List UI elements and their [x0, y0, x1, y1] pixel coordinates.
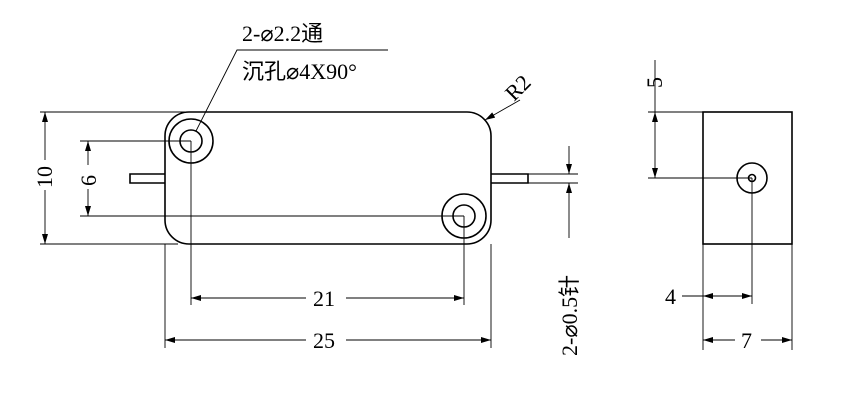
dim-hole-horizontal-label: 21 — [313, 286, 335, 311]
pin-note-label: 2-⌀0.5针 — [557, 275, 582, 356]
dim-side-7-label: 7 — [741, 328, 752, 353]
dim-side-4-label: 4 — [665, 284, 676, 309]
right-pin — [491, 173, 529, 184]
side-view: 5 4 7 — [642, 60, 793, 353]
radius-label: R2 — [500, 70, 536, 106]
hole-note-line2: 沉孔⌀4X90° — [242, 59, 357, 84]
radius-leader — [484, 99, 521, 121]
dim-side-5-label: 5 — [642, 77, 667, 88]
hole-note-line1: 2-⌀2.2通 — [242, 21, 323, 46]
left-pin — [129, 173, 165, 184]
dim-length-label: 25 — [313, 328, 335, 353]
front-view: 2-⌀2.2通 沉孔⌀4X90° R2 10 6 21 25 — [28, 21, 582, 356]
hole-note-leader — [195, 49, 388, 132]
dim-hole-vertical-label: 6 — [76, 175, 101, 186]
component-body — [164, 111, 492, 245]
dim-height-label: 10 — [32, 166, 57, 188]
